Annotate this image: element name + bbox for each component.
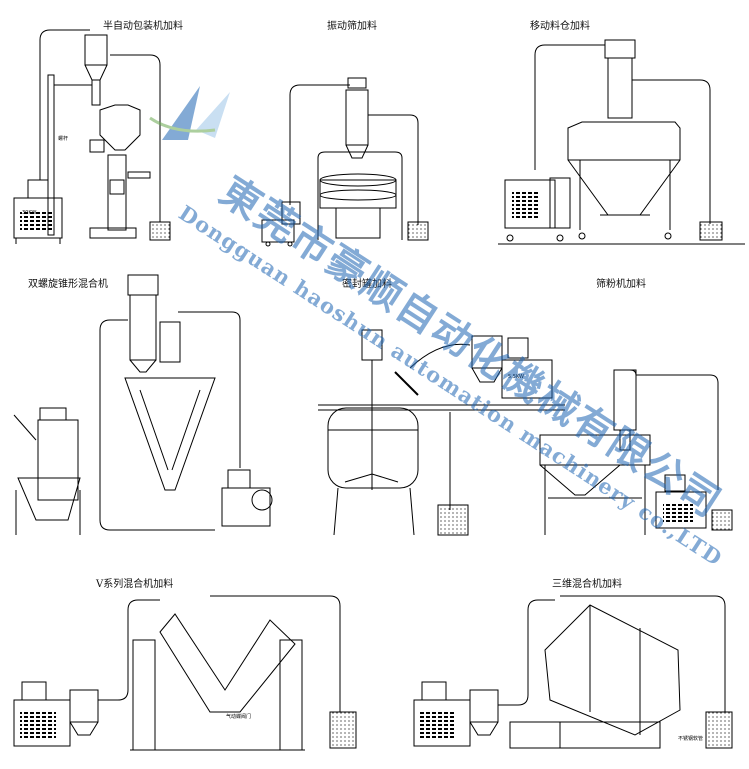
label-double-screw-mixer: 双螺旋锥形混合机 (28, 279, 108, 290)
panel-double-screw-mixer (13, 274, 273, 535)
panel-semi-auto-packer (13, 29, 171, 244)
label-powder-sifter: 筛粉机加料 (596, 279, 646, 290)
tag-steel-hose: 不锈钢软管 (678, 735, 703, 742)
tag-55kw: 5.5KW (508, 374, 524, 380)
label-sealed-tank: 密封罐加料 (342, 279, 392, 290)
label-3d-mixer: 三维混合机加料 (552, 579, 622, 590)
conveying-pipe (534, 44, 605, 170)
tag-screw: 螺杆 (58, 135, 68, 142)
conveying-pipe (409, 343, 471, 369)
conveying-pipe (39, 29, 90, 180)
panel-vibrating-sieve (261, 77, 429, 247)
tag-pneumatic-valve: 气动蝶阀门 (226, 713, 251, 720)
panel-mobile-bin (498, 39, 745, 245)
panel-v-mixer (13, 595, 357, 751)
tag-30kw: 30KW (22, 210, 36, 216)
conveying-pipe (289, 84, 350, 205)
panel-sealed-tank (318, 329, 565, 536)
label-semi-auto-packer: 半自动包装机加料 (103, 21, 183, 32)
conveying-pipe (98, 599, 160, 701)
panel-3d-mixer (413, 595, 733, 749)
label-vibrating-sieve: 振动筛加料 (327, 21, 377, 32)
label-mobile-bin: 移动料仓加料 (530, 21, 590, 32)
label-v-mixer: V系列混合机加料 (96, 579, 174, 590)
company-logo (149, 86, 230, 140)
panel-powder-sifter (539, 369, 733, 535)
conveying-pipe (498, 599, 555, 706)
conveying-pipe (99, 330, 215, 531)
